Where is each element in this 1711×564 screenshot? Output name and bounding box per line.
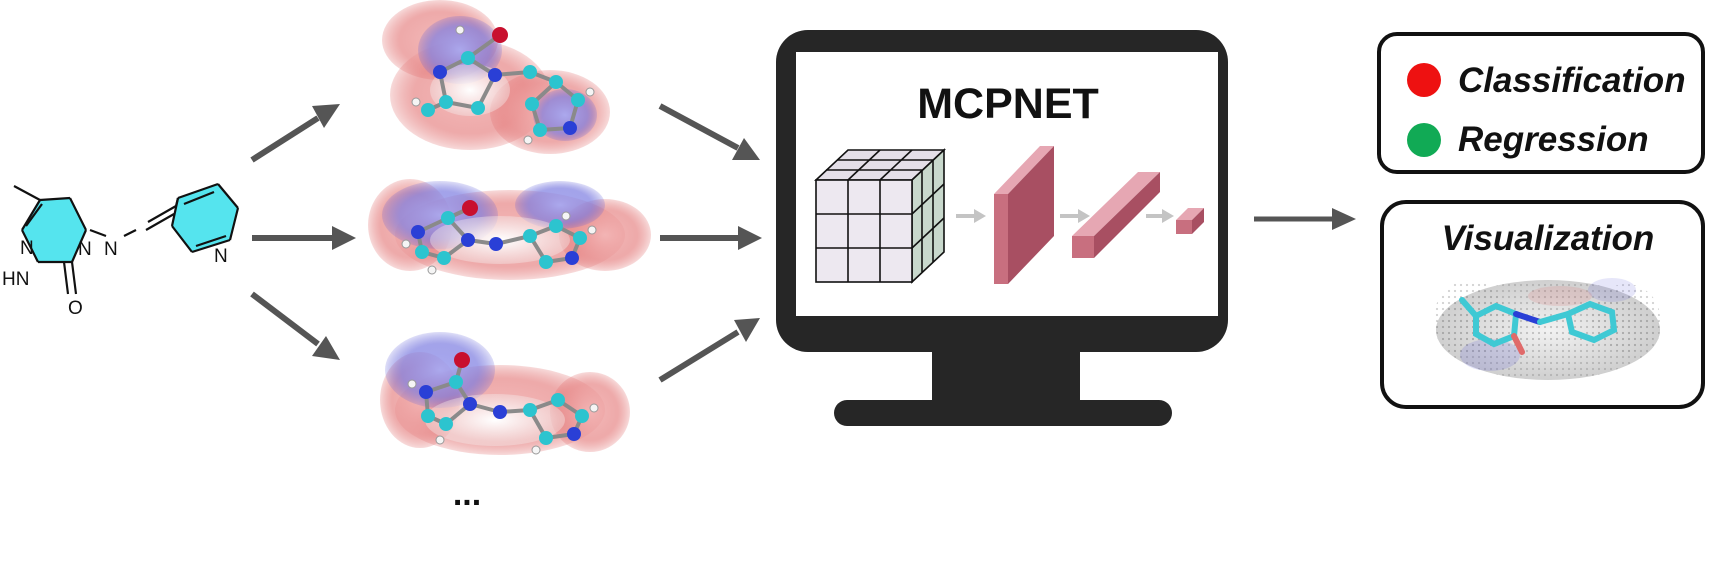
more-conformers-ellipsis: ...	[453, 475, 481, 513]
classification-marker	[1407, 63, 1441, 97]
conformer-3	[380, 332, 630, 455]
monitor-stand-base	[834, 400, 1172, 426]
layer-arrows	[956, 209, 1174, 223]
esp-surface	[368, 179, 651, 280]
atoms	[411, 25, 595, 145]
regression-label: Regression	[1458, 120, 1649, 159]
regression-marker	[1407, 123, 1441, 157]
conformer-2	[368, 179, 651, 280]
atom-label-hn: HN	[2, 269, 29, 290]
visualization-molecule-stick	[1459, 297, 1618, 355]
feature-map-1	[994, 146, 1054, 284]
molecule-2d-structure: N HN O N N N	[2, 182, 240, 319]
esp-surface	[380, 332, 630, 455]
arrows-to-model	[658, 103, 762, 383]
visualization-box: Visualization	[1380, 200, 1705, 409]
monitor: MCPNET	[776, 30, 1228, 426]
arrows-to-conformers	[250, 104, 356, 360]
atom-label-n-imine: N	[104, 239, 118, 260]
atom-label-n-pyridine: N	[214, 246, 228, 267]
task-legend-box: Classification Regression	[1377, 32, 1705, 174]
visualization-point-cloud	[1434, 278, 1660, 380]
atom-label-n-ring: N	[20, 238, 34, 259]
model-title: MCPNET	[917, 80, 1099, 128]
atom-label-carbonyl-o: O	[68, 298, 83, 319]
esp-surface	[382, 0, 610, 154]
atoms	[401, 200, 597, 275]
feature-map-3	[1176, 208, 1204, 234]
triazinone-ring	[22, 198, 86, 262]
molecule-bonds	[13, 182, 240, 295]
atoms	[407, 352, 599, 455]
input-voxel-cube	[813, 148, 947, 284]
visualization-label: Visualization	[1442, 219, 1655, 258]
feature-map-2	[1072, 172, 1160, 258]
classification-label: Classification	[1458, 61, 1686, 100]
atom-label-n-amine: N	[78, 239, 92, 260]
conformer-1	[382, 0, 610, 154]
monitor-stand-neck	[932, 350, 1080, 406]
pyridine-ring	[172, 184, 238, 252]
arrow-to-outputs	[1254, 208, 1356, 230]
